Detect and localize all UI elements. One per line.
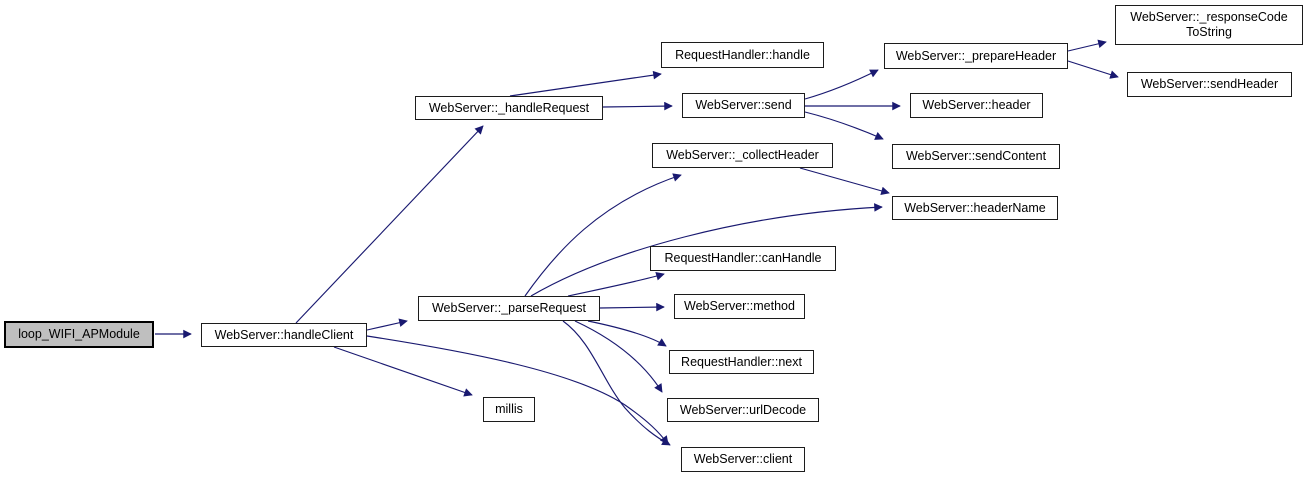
graph-node-loop-wifi-apmodule[interactable]: loop_WIFI_APModule: [4, 321, 154, 348]
edge-send-to-send-content: [804, 111, 884, 140]
edge-parse-request-to-client: [562, 320, 671, 446]
edge-parse-request-to-can-handle: [567, 272, 665, 297]
edge-handle-client-to-client: [366, 335, 669, 445]
graph-node-client[interactable]: WebServer::client: [681, 447, 805, 472]
graph-node-request-handler-next[interactable]: RequestHandler::next: [669, 350, 814, 374]
edge-handle-client-to-millis: [333, 346, 473, 397]
edge-handle-client-to-parse-request: [366, 318, 408, 331]
graph-node-parse-request[interactable]: WebServer::_parseRequest: [418, 296, 600, 321]
edge-handle-request-to-request-handler-handle: [509, 70, 662, 97]
edge-prepare-header-to-send-header: [1067, 60, 1119, 79]
graph-node-header-name[interactable]: WebServer::headerName: [892, 196, 1058, 220]
graph-node-handle-client[interactable]: WebServer::handleClient: [201, 323, 367, 347]
graph-node-method[interactable]: WebServer::method: [674, 294, 805, 319]
graph-node-request-handler-handle[interactable]: RequestHandler::handle: [661, 42, 824, 68]
graph-node-response-code-to-string[interactable]: WebServer::_responseCode ToString: [1115, 5, 1303, 45]
edge-parse-request-to-url-decode: [574, 320, 663, 393]
edge-prepare-header-to-response-code-to-string: [1067, 39, 1107, 52]
edge-handle-request-to-send: [602, 101, 673, 111]
graph-node-millis[interactable]: millis: [483, 397, 535, 422]
edge-parse-request-to-request-handler-next: [587, 320, 667, 347]
edge-send-to-prepare-header: [804, 69, 879, 100]
graph-node-header[interactable]: WebServer::header: [910, 93, 1043, 118]
edge-parse-request-to-method: [599, 302, 665, 312]
graph-node-collect-header[interactable]: WebServer::_collectHeader: [652, 143, 833, 168]
graph-node-can-handle[interactable]: RequestHandler::canHandle: [650, 246, 836, 271]
graph-node-handle-request[interactable]: WebServer::_handleRequest: [415, 96, 603, 120]
edge-collect-header-to-header-name: [799, 167, 890, 196]
graph-node-url-decode[interactable]: WebServer::urlDecode: [667, 398, 819, 422]
graph-node-send[interactable]: WebServer::send: [682, 93, 805, 118]
edge-handle-client-to-handle-request: [295, 125, 484, 324]
edge-parse-request-to-collect-header: [524, 173, 682, 297]
graph-node-send-header[interactable]: WebServer::sendHeader: [1127, 72, 1292, 97]
graph-node-prepare-header[interactable]: WebServer::_prepareHeader: [884, 43, 1068, 69]
graph-node-send-content[interactable]: WebServer::sendContent: [892, 144, 1060, 169]
